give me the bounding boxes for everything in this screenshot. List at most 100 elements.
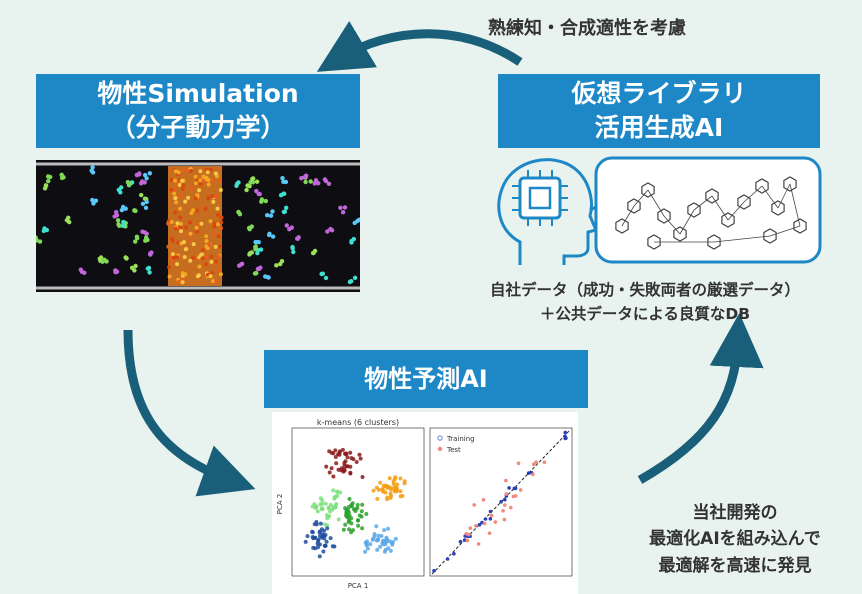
cluster-point — [376, 533, 381, 538]
sim-particle — [134, 234, 140, 239]
molecule-bond — [621, 205, 635, 227]
cluster-point — [341, 527, 346, 532]
cluster-point — [322, 536, 327, 541]
sim-band-particle — [212, 224, 217, 229]
sim-band-particle — [168, 255, 173, 259]
sim-particle — [338, 205, 343, 210]
sim-particle — [303, 179, 308, 185]
sim-particle — [279, 259, 285, 264]
sim-particle — [82, 270, 87, 275]
sim-particle — [46, 178, 51, 184]
sim-band-particle — [173, 226, 178, 231]
cluster-point — [391, 479, 396, 484]
cluster-point — [323, 501, 328, 506]
cluster-point — [393, 475, 398, 480]
sim-band-particle — [183, 272, 188, 277]
sim-particle — [342, 205, 348, 210]
sim-particle — [322, 177, 328, 182]
cluster-point — [363, 549, 368, 554]
sim-band-particle — [212, 232, 217, 237]
sim-band-particle — [213, 194, 218, 199]
molecule-ring — [783, 176, 797, 192]
sim-particle — [144, 235, 149, 240]
sim-band-particle — [193, 181, 198, 186]
cluster-point — [349, 504, 354, 509]
sim-band-particle — [184, 233, 189, 238]
cluster-point — [358, 456, 363, 461]
sim-band-particle — [208, 274, 213, 279]
sim-particle — [258, 265, 263, 270]
sim-particle — [266, 275, 271, 280]
optimization-line2: 最適化AIを組み込んで — [649, 529, 821, 550]
parity-test-point — [513, 494, 518, 498]
molecule-bond — [777, 183, 791, 209]
sim-band-particle — [207, 242, 212, 247]
cluster-point — [317, 530, 322, 535]
sim-band-particle — [216, 222, 220, 227]
sim-band-particle — [188, 220, 193, 225]
sim-particle — [66, 215, 71, 220]
sim-particle — [259, 197, 265, 202]
data-source-line2: ＋公共データによる良質なDB — [539, 305, 751, 324]
simulation-title-line2: （分子動力学） — [110, 113, 286, 142]
cluster-point — [380, 488, 385, 493]
sim-band-particle — [215, 212, 220, 217]
sim-particle — [147, 270, 152, 275]
sim-particle — [352, 275, 358, 280]
cluster-point — [341, 469, 346, 474]
sim-particle — [147, 171, 152, 176]
molecule-ring — [771, 200, 785, 216]
sim-band-particle — [174, 200, 179, 205]
cluster-plot-title: k-means (6 clusters) — [317, 418, 399, 427]
sim-particle — [296, 235, 301, 240]
sim-band-particle — [178, 206, 183, 211]
sim-band-particle — [217, 267, 222, 272]
parity-test-point — [468, 526, 473, 530]
cluster-point — [324, 464, 329, 469]
parity-training-point — [477, 523, 482, 527]
molecule-bond — [679, 209, 695, 235]
sim-particle — [291, 249, 296, 255]
cluster-point — [349, 530, 354, 535]
sim-particle — [149, 250, 154, 255]
sim-particle — [246, 225, 252, 231]
sim-particle — [121, 220, 126, 225]
sim-particle — [256, 191, 261, 197]
parity-plot-frame — [429, 427, 573, 577]
sim-particle — [123, 255, 129, 261]
sim-band-particle — [178, 225, 183, 230]
sim-band-particle — [181, 168, 186, 173]
sim-band-particle — [167, 274, 172, 279]
sim-particle — [263, 198, 268, 204]
cluster-point — [340, 447, 345, 452]
sim-band-particle — [171, 255, 176, 260]
sim-band-particle — [201, 174, 206, 179]
sim-particle — [78, 267, 83, 272]
cluster-point — [344, 513, 349, 518]
molecule-bond — [761, 185, 779, 209]
parity-legend-test: Test — [446, 446, 461, 454]
sim-particle — [133, 239, 138, 244]
cluster-point — [303, 539, 308, 544]
cluster-point — [333, 505, 338, 510]
cluster-point — [316, 545, 320, 550]
sim-particle — [37, 239, 43, 244]
sim-band-particle — [188, 168, 193, 173]
cluster-plot-frame — [291, 427, 425, 577]
generative-title-line2: 活用生成AI — [594, 113, 724, 142]
sim-band-particle — [198, 178, 203, 183]
cluster-point — [375, 547, 380, 552]
sim-particle — [270, 234, 276, 239]
sim-particle — [351, 236, 356, 242]
arrow-right — [637, 313, 764, 484]
sim-particle — [349, 279, 354, 284]
cluster-point — [400, 493, 405, 498]
sim-band-particle — [218, 272, 223, 277]
cluster-point — [364, 512, 369, 516]
sim-band-particle — [216, 254, 221, 259]
cluster-point — [332, 496, 337, 501]
molecule-library-panel — [594, 156, 822, 264]
molecule-ring — [687, 202, 701, 218]
cluster-point — [326, 506, 331, 511]
